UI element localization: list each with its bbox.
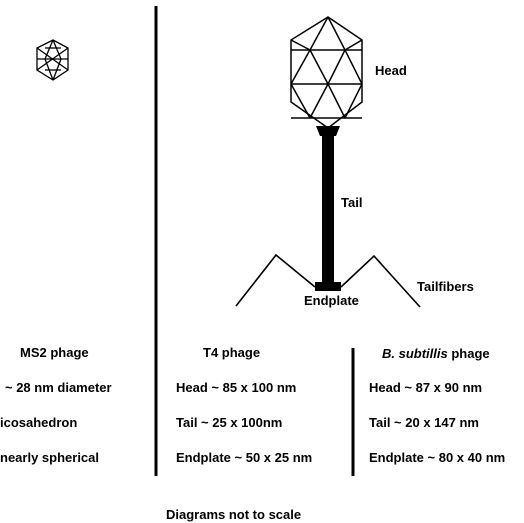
ms2-icosahedron — [36, 39, 69, 81]
bsub-title-species: B. subtillis — [382, 346, 448, 361]
bsub-line-endplate: Endplate ~ 80 x 40 nm — [369, 450, 506, 465]
label-endplate: Endplate — [304, 293, 359, 308]
bsub-title-phage: phage — [451, 346, 490, 361]
bsub-line-head: Head ~ 87 x 90 nm — [369, 380, 483, 395]
t4-tailfibers — [235, 253, 421, 308]
t4-line-endplate: Endplate ~ 50 x 25 nm — [176, 450, 313, 465]
t4-title: T4 phage — [203, 345, 261, 360]
t4-head — [290, 16, 363, 129]
bsub-line-tail: Tail ~ 20 x 147 nm — [369, 415, 479, 430]
ms2-title: MS2 phage — [20, 345, 89, 360]
t4-line-head: Head ~ 85 x 100 nm — [176, 380, 297, 395]
ms2-line-shape: icosahedron — [0, 415, 78, 430]
ms2-line-form: nearly spherical — [0, 450, 99, 465]
t4-line-tail: Tail ~ 25 x 100nm — [176, 415, 283, 430]
label-head: Head — [375, 63, 407, 78]
t4-endplate — [315, 282, 341, 291]
footer-note: Diagrams not to scale — [166, 507, 302, 522]
label-tailfibers: Tailfibers — [417, 279, 474, 294]
ms2-line-diameter: ~ 28 nm diameter — [5, 380, 112, 395]
t4-tail — [322, 136, 334, 286]
label-tail: Tail — [341, 195, 363, 210]
bsub-title: B. subtillis phage — [382, 346, 490, 362]
t4-collar — [316, 126, 340, 136]
